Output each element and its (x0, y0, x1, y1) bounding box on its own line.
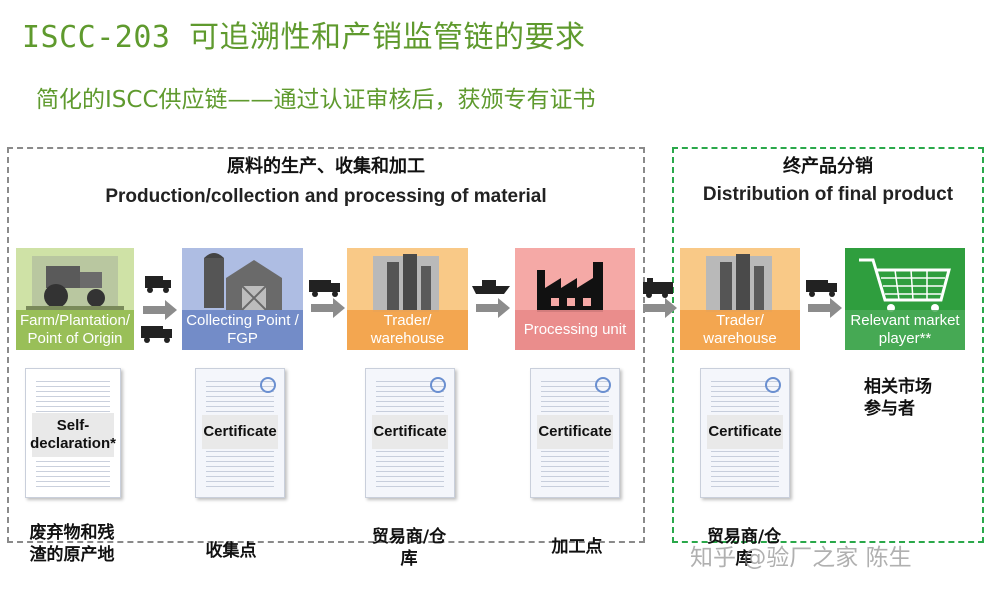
factory-icon (537, 262, 603, 312)
train-icon (643, 278, 673, 298)
tractor-icon (26, 256, 124, 310)
certificate-collecting-point: Certificate (195, 368, 285, 498)
certificate-seal-icon (260, 377, 276, 393)
stage-farm-label: Farm/Plantation/ Point of Origin (16, 310, 134, 350)
distribution-group-title-zh: 终产品分销 (783, 156, 873, 177)
production-group-title-en: Production/collection and processing of … (105, 186, 547, 207)
stage-market-zh-label: 相关市场参与者 (864, 377, 932, 419)
watermark: 知乎 @验厂之家 陈生 (690, 545, 912, 571)
certificate-trader-warehouse-1: Certificate (365, 368, 455, 498)
stage-processing-unit-label: Processing unit (515, 310, 635, 350)
truck-icon (145, 276, 171, 293)
transport-arrow-3 (472, 280, 510, 318)
stage-market-player: Relevant market player** (845, 248, 965, 350)
stage-collecting-point-label: Collecting Point / FGP (182, 310, 303, 350)
transport-arrow-5 (806, 280, 842, 318)
distribution-group-box (672, 147, 984, 543)
certificate-title: Certificate (707, 415, 783, 449)
certificate-seal-icon (430, 377, 446, 393)
stage-trader-2-zh-label: 贸易商/仓库 (706, 527, 782, 569)
certificate-title: Certificate (372, 415, 448, 449)
certificate-processing-unit: Certificate (530, 368, 620, 498)
certificate-title: Certificate (202, 415, 278, 449)
certificate-title: Certificate (537, 415, 613, 449)
certificate-seal-icon (595, 377, 611, 393)
production-group-title-zh: 原料的生产、收集和加工 (227, 156, 425, 177)
ship-icon (472, 280, 510, 294)
self-declaration-title: Self-declaration* (30, 413, 116, 457)
production-group-box (7, 147, 645, 543)
certificate-trader-warehouse-2: Certificate (700, 368, 790, 498)
stage-trader-1-zh-label: 贸易商/仓库 (371, 527, 447, 569)
transport-arrow-4 (643, 278, 677, 318)
truck-icon-4 (806, 280, 837, 297)
page-title: ISCC-203 可追溯性和产销监管链的要求 (22, 20, 586, 55)
stage-trader-warehouse-2: Trader/ warehouse (680, 248, 800, 350)
stage-collecting-zh-label: 收集点 (205, 541, 257, 561)
truck-icon-2 (141, 326, 172, 343)
page-subtitle: 简化的ISCC供应链——通过认证审核后，获颁专有证书 (36, 87, 596, 113)
stage-trader-warehouse-2-label: Trader/ warehouse (680, 310, 800, 350)
self-declaration-document: Self-declaration* (25, 368, 121, 498)
transport-arrow-1 (141, 276, 177, 343)
stage-processing-zh-label: 加工点 (551, 537, 603, 557)
warehouse-silo-icon-2 (706, 254, 772, 312)
stage-farm-zh-label: 废弃物和残渣的原产地 (29, 523, 115, 565)
stage-processing-unit: Processing unit (515, 248, 635, 350)
warehouse-silo-icon (373, 254, 439, 312)
stage-market-player-label: Relevant market player** (845, 310, 965, 350)
distribution-group-title-en: Distribution of final product (702, 184, 954, 205)
stage-trader-warehouse-1-label: Trader/ warehouse (347, 310, 468, 350)
stage-trader-warehouse-1: Trader/ warehouse (347, 248, 468, 350)
barn-silo-icon (204, 253, 282, 311)
truck-icon-3 (309, 280, 340, 297)
stage-collecting-point: Collecting Point / FGP (182, 248, 303, 350)
stage-farm: Farm/Plantation/ Point of Origin (16, 248, 134, 350)
certificate-seal-icon (765, 377, 781, 393)
shopping-cart-icon (859, 258, 951, 312)
transport-arrow-2 (309, 280, 345, 318)
